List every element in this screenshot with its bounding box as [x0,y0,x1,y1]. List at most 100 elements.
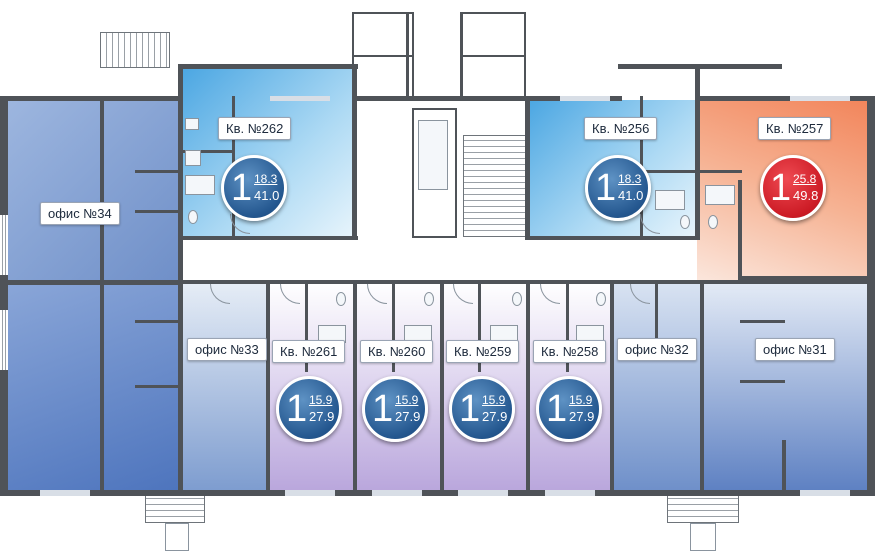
outer-wall-right [867,96,875,496]
wall-office32-31 [700,282,704,492]
window-bottom-3 [372,490,422,496]
wall-office31-bath2 [740,380,785,383]
apt-260-label: Кв. №260 [360,340,434,363]
window-top-256 [560,96,610,101]
wall-top-row-bottom-262 [180,236,358,240]
toilet-259 [512,292,522,306]
wall-bottom-bath-261 [305,282,308,372]
outer-wall-top-262 [180,64,358,69]
wall-office31-bath [740,320,785,323]
apt-260-badge[interactable]: 1 15.9 27.9 [362,376,428,442]
apt-258-badge[interactable]: 1 15.9 27.9 [536,376,602,442]
outer-wall-left [0,96,8,496]
wall-256-bath [640,170,697,173]
living-area: 15.9 [309,393,333,407]
office-33-area[interactable] [183,282,268,492]
wall-office34-bath3 [135,320,180,323]
wall-261-260 [353,282,357,492]
apt-258-label: Кв. №258 [533,340,607,363]
total-area: 49.8 [793,188,819,203]
window-bottom-4 [458,490,508,496]
living-area: 15.9 [395,393,419,407]
office-31-label: офис №31 [755,338,835,361]
outer-wall-top-center [352,96,528,101]
room-count: 1 [459,388,481,430]
wall-257-bottom [740,276,875,282]
office-32-label: офис №32 [617,338,697,361]
apt-257-entry [620,68,780,100]
wall-office33-261 [266,282,270,492]
bathtub-257 [705,185,735,205]
bathtub-262 [185,175,215,195]
wall-bottom-bath-260 [392,282,395,372]
total-area: 41.0 [254,188,280,203]
entrance-door-left [165,523,189,551]
wall-office31-inner [782,440,786,492]
shaft-divider-right [460,55,526,57]
apt-256-label: Кв. №256 [584,117,658,140]
wall-office34-bath [135,170,180,173]
wall-top-row-bottom-256 [525,236,700,240]
room-count: 1 [231,167,253,209]
toilet-257 [708,215,718,229]
entrance-steps-left [145,495,205,523]
apt-262-label: Кв. №262 [218,117,292,140]
window-left-1 [0,215,8,275]
toilet-260 [424,292,434,306]
window-left-2 [0,310,8,370]
toilet-262 [188,210,198,224]
toilet-256 [680,215,690,229]
wall-257-left [738,180,742,280]
wall-bottom-bath-259 [478,282,481,372]
wall-bottom-bath-258 [566,282,569,372]
wall-262-bath [183,150,233,153]
wall-256-left [525,96,530,240]
entrance-stair-top [100,32,170,68]
apt-259-badge[interactable]: 1 15.9 27.9 [449,376,515,442]
wall-office34-inner-v [100,96,104,492]
stove-262 [185,150,201,166]
living-area: 18.3 [618,172,642,186]
wall-262-right [352,64,357,240]
total-area: 27.9 [309,409,335,424]
total-area: 27.9 [395,409,421,424]
corridor [180,238,697,282]
wall-258-office32 [610,282,614,492]
apt-257-badge[interactable]: 1 25.8 49.8 [760,155,826,221]
outer-wall-top-257 [618,64,782,69]
outer-wall-bottom [0,490,875,496]
wall-259-258 [526,282,530,492]
room-count: 1 [546,388,568,430]
room-count: 1 [770,167,792,209]
window-bottom-6 [800,490,850,496]
wall-office32-bath [655,282,658,342]
apt-262-badge[interactable]: 1 18.3 41.0 [221,155,287,221]
total-area: 27.9 [482,409,508,424]
wall-260-259 [440,282,444,492]
apt-257-label: Кв. №257 [758,117,832,140]
wall-office34-bath4 [135,385,180,388]
wall-office34-right [178,64,183,492]
office-33-label: офис №33 [187,338,267,361]
apt-256-badge[interactable]: 1 18.3 41.0 [585,155,651,221]
window-top-257 [790,96,850,101]
total-area: 27.9 [569,409,595,424]
window-bottom-5 [545,490,595,496]
room-count: 1 [372,388,394,430]
entrance-steps-right [667,495,739,523]
sink-262 [185,118,199,130]
toilet-261 [336,292,346,306]
elevator-cabin [418,120,448,190]
outer-wall-top-left [0,96,182,101]
total-area: 41.0 [618,188,644,203]
office-34-area[interactable] [8,100,180,282]
entrance-door-right [690,523,716,551]
shaft-center-right [460,12,463,100]
apt-261-badge[interactable]: 1 15.9 27.9 [276,376,342,442]
window-bottom-2 [285,490,335,496]
window-top-262 [270,96,330,101]
shaft-center-left [406,12,409,100]
apt-259-label: Кв. №259 [446,340,520,363]
wall-office34-mid [8,280,183,285]
